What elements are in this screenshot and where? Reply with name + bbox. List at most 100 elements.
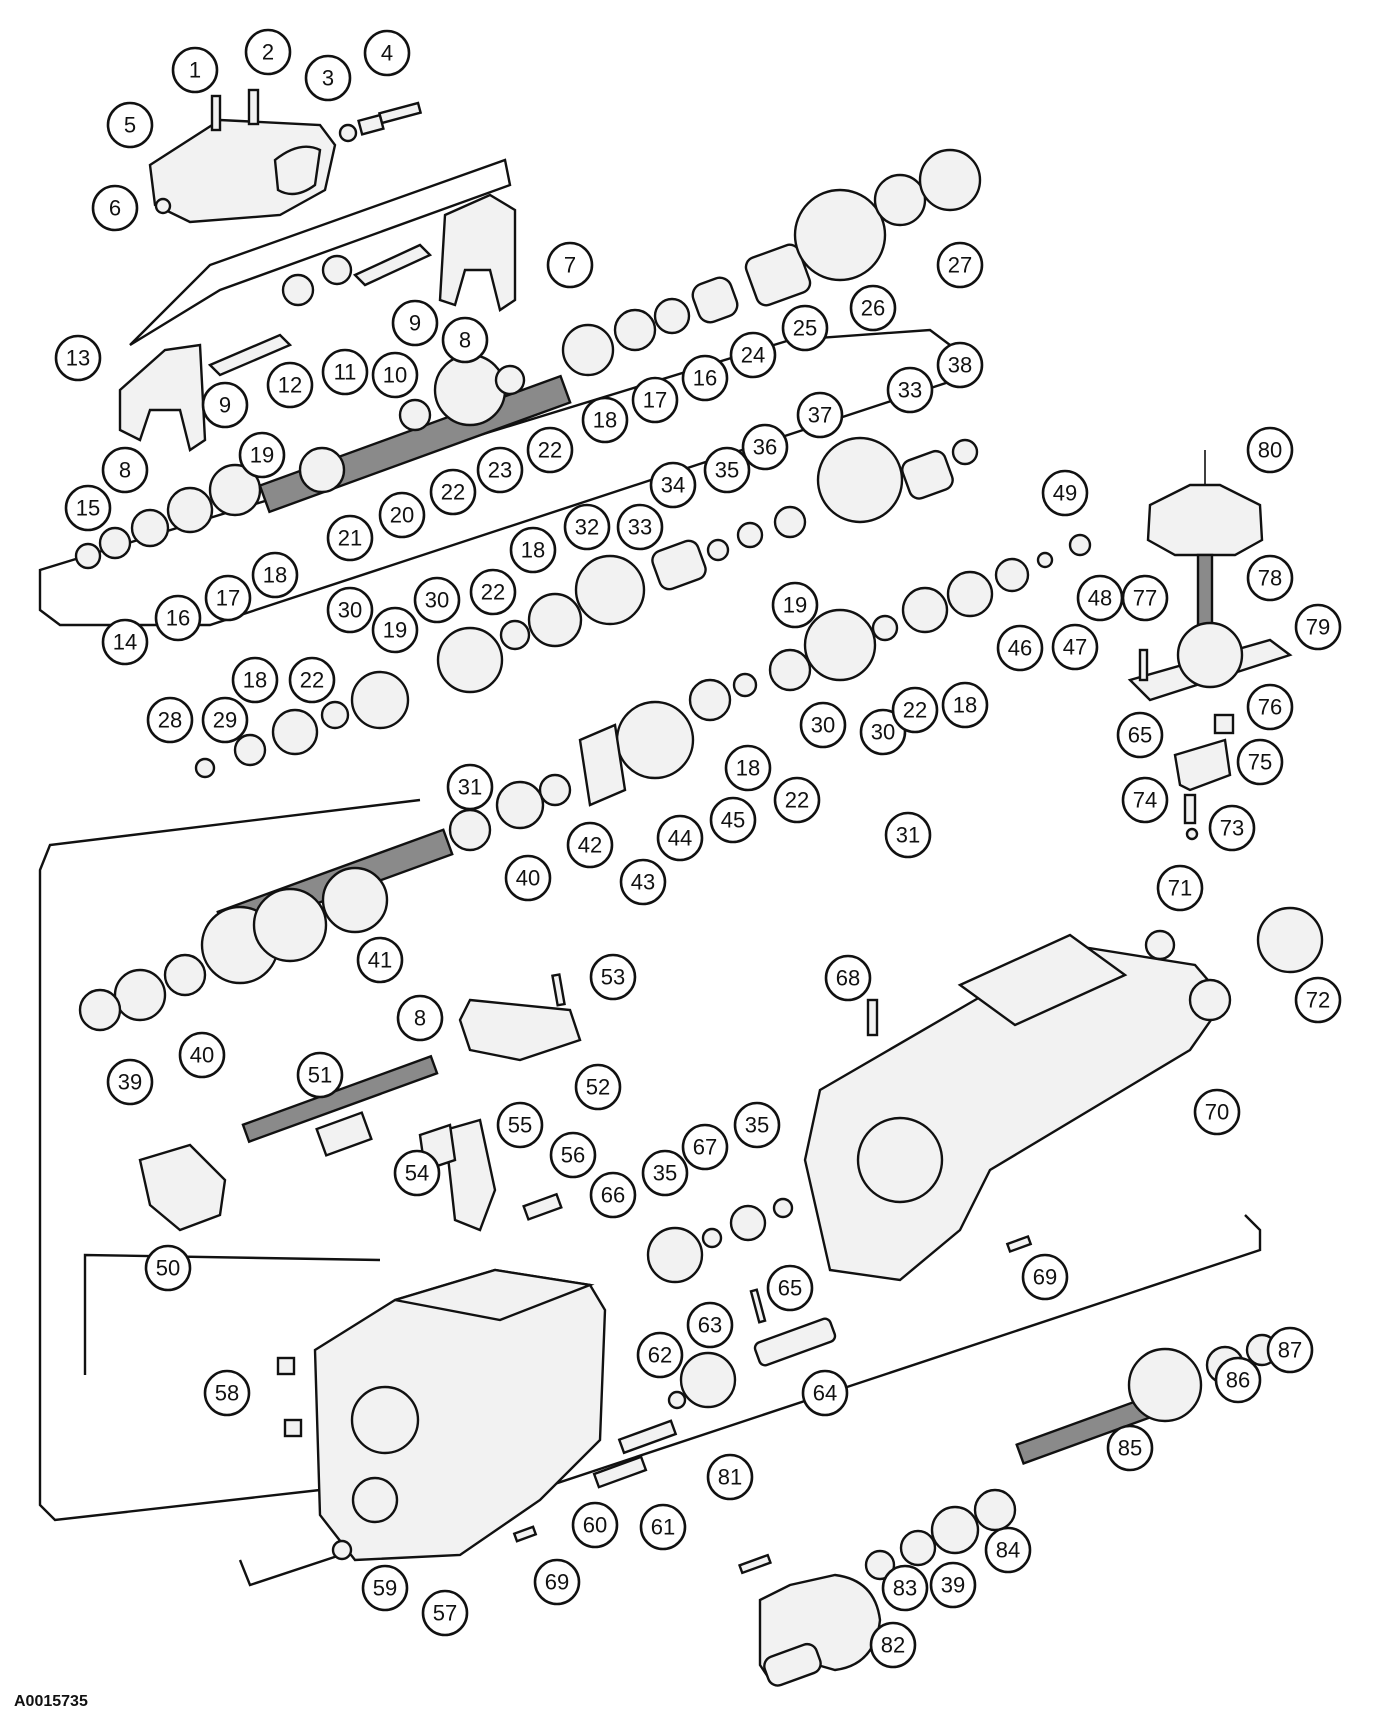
gear-37: [816, 436, 904, 524]
callout: 23: [476, 446, 524, 494]
bearing-67: [729, 1204, 767, 1242]
callout-label: 47: [1063, 635, 1087, 660]
callout-label: 70: [1205, 1100, 1229, 1125]
callout: 52: [574, 1063, 622, 1111]
hub-30c: [803, 608, 877, 682]
callout-label: 12: [278, 373, 302, 398]
callout-label: 62: [648, 1343, 672, 1368]
callout: 8: [101, 446, 149, 494]
yoke-stub: [763, 1642, 822, 1687]
callout: 45: [709, 796, 757, 844]
case-bore-b: [351, 1476, 399, 1524]
callout-label: 3: [322, 66, 334, 91]
bearing-33b: [651, 539, 707, 591]
callout-label: 77: [1133, 586, 1157, 611]
callout-label: 20: [390, 503, 414, 528]
ring-22f: [732, 672, 758, 698]
callout: 51: [296, 1051, 344, 1099]
callout: 13: [54, 334, 102, 382]
callout-label: 40: [516, 866, 540, 891]
callout: 4: [363, 29, 411, 77]
plug-71: [1144, 929, 1176, 961]
callout-label: 6: [109, 196, 121, 221]
callout-label: 35: [715, 458, 739, 483]
callout: 25: [781, 304, 829, 352]
callout-label: 9: [219, 393, 231, 418]
callout: 22: [773, 776, 821, 824]
ring-39a: [78, 988, 122, 1032]
plug-59: [331, 1539, 353, 1561]
callout-label: 8: [119, 458, 131, 483]
callout-label: 39: [118, 1070, 142, 1095]
callout: 57: [421, 1589, 469, 1637]
callout: 43: [619, 858, 667, 906]
callout-label: 35: [653, 1161, 677, 1186]
washer-15: [98, 526, 132, 560]
callout: 18: [581, 396, 629, 444]
callout: 22: [891, 686, 939, 734]
callout: 39: [106, 1058, 154, 1106]
callout: 86: [1214, 1356, 1262, 1404]
callout-label: 22: [441, 480, 465, 505]
callout: 41: [356, 936, 404, 984]
ring-36: [773, 505, 807, 539]
bearing-84b: [973, 1488, 1017, 1532]
callout: 82: [869, 1621, 917, 1669]
synchro-18a: [561, 323, 615, 377]
ring-39b: [899, 1529, 937, 1567]
callout: 73: [1208, 804, 1256, 852]
gear-63: [679, 1351, 737, 1409]
callout-label: 63: [698, 1313, 722, 1338]
callout: 8: [396, 994, 444, 1042]
callout: 28: [146, 696, 194, 744]
bearing-27a: [873, 173, 927, 227]
callout-label: 84: [996, 1538, 1020, 1563]
callout-label: 19: [250, 443, 274, 468]
callout: 87: [1266, 1326, 1314, 1374]
callout: 34: [649, 461, 697, 509]
callout: 84: [984, 1526, 1032, 1574]
ring-10: [321, 254, 353, 286]
shaft-64: [753, 1317, 837, 1367]
seal-3: [338, 123, 358, 143]
gear-23: [433, 353, 507, 427]
callout: 10: [371, 351, 419, 399]
ring-22d: [320, 700, 350, 730]
callout-label: 36: [753, 435, 777, 460]
callout-label: 16: [166, 606, 190, 631]
callout-label: 22: [903, 698, 927, 723]
bolt-2: [247, 88, 260, 126]
callout-label: 85: [1118, 1436, 1142, 1461]
callout: 18: [941, 681, 989, 729]
callout: 63: [686, 1301, 734, 1349]
callout: 35: [641, 1149, 689, 1197]
group-outline-lower: [83, 1253, 381, 1375]
group-outline-top: [129, 158, 512, 347]
callout: 35: [733, 1101, 781, 1149]
callout-label: 4: [381, 41, 393, 66]
bearing-40b: [448, 808, 492, 852]
cup-40d: [113, 968, 167, 1022]
ring-35a: [736, 521, 764, 549]
callout-label: 30: [425, 588, 449, 613]
boot-80: [1146, 483, 1264, 557]
callout: 56: [549, 1131, 597, 1179]
callout: 54: [393, 1149, 441, 1197]
callout-label: 65: [778, 1276, 802, 1301]
callout-label: 13: [66, 346, 90, 371]
callout-label: 30: [338, 598, 362, 623]
callout-label: 19: [383, 618, 407, 643]
bearing-40c: [163, 953, 207, 997]
callout-label: 34: [661, 473, 685, 498]
callout-label: 68: [836, 966, 860, 991]
callout-label: 51: [308, 1063, 332, 1088]
callout-label: 38: [948, 353, 972, 378]
ring-42: [538, 773, 572, 807]
callout: 71: [1156, 864, 1204, 912]
callout: 75: [1236, 738, 1284, 786]
callout-label: 23: [488, 458, 512, 483]
housing-78: [1176, 621, 1244, 689]
callout-label: 83: [893, 1576, 917, 1601]
callout: 72: [1294, 976, 1342, 1024]
callout-label: 25: [793, 316, 817, 341]
